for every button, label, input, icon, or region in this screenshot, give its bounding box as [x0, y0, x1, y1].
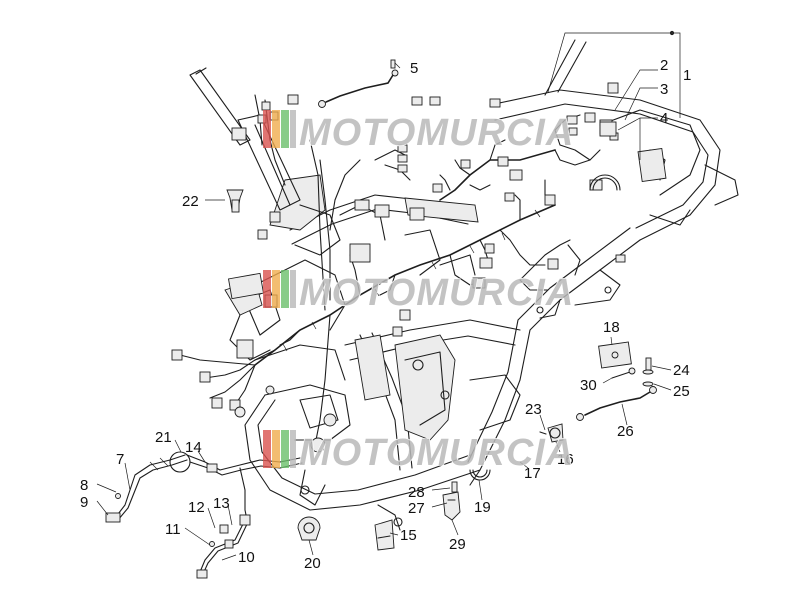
- label-3: 3: [660, 81, 668, 98]
- watermark-top: MOTOMURCIA: [263, 110, 574, 155]
- label-17: 17: [524, 465, 541, 482]
- part-24-25-bolt: [642, 357, 654, 387]
- watermark-text: MOTOMURCIA: [299, 112, 574, 154]
- watermark-stripe: [263, 430, 271, 468]
- label-22: 22: [182, 193, 199, 210]
- watermark-stripe: [263, 270, 271, 308]
- part-5-cable: [318, 59, 399, 108]
- watermark-bottom: MOTOMURCIA: [263, 430, 574, 475]
- label-2: 2: [660, 57, 668, 74]
- watermark-stripe: [263, 110, 271, 148]
- label-29: 29: [449, 536, 466, 553]
- part-22-clip: [226, 189, 244, 213]
- label-26: 26: [617, 423, 634, 440]
- part-16-clamp: [539, 423, 564, 443]
- label-18: 18: [603, 319, 620, 336]
- label-14: 14: [185, 439, 202, 456]
- watermark-stripe: [281, 110, 289, 148]
- watermark-stripe: [290, 430, 296, 468]
- label-13: 13: [213, 495, 230, 512]
- watermark-text: MOTOMURCIA: [299, 432, 574, 474]
- watermark-stripe: [272, 430, 280, 468]
- part-15-holder: [374, 519, 395, 551]
- label-8: 8: [80, 477, 88, 494]
- label-23: 23: [525, 401, 542, 418]
- part-26-ground-cable: [576, 386, 657, 421]
- label-5: 5: [410, 60, 418, 77]
- label-30: 30: [580, 377, 597, 394]
- part-number-labels: 1 2 3 4 5 7 8 9 10 11 12 13 14 15 16 17 …: [80, 57, 691, 572]
- label-1: 1: [683, 67, 691, 84]
- label-24: 24: [673, 362, 690, 379]
- watermark-middle: MOTOMURCIA: [263, 270, 574, 315]
- part-20-clamp: [297, 516, 321, 541]
- label-19: 19: [474, 499, 491, 516]
- label-4: 4: [660, 110, 668, 127]
- label-9: 9: [80, 494, 88, 511]
- watermark-text: MOTOMURCIA: [299, 272, 574, 314]
- label-11: 11: [165, 521, 181, 538]
- part-27-28-29-bracket: [442, 481, 461, 521]
- part-2-3-relays: [599, 82, 619, 137]
- watermark-stripe: [281, 430, 289, 468]
- label-27: 27: [408, 500, 425, 517]
- label-12: 12: [188, 499, 205, 516]
- watermark-stripe: [290, 110, 296, 148]
- watermark-stripe: [290, 270, 296, 308]
- scooter-frame: [189, 39, 739, 531]
- label-28: 28: [408, 484, 425, 501]
- watermark-stripe: [272, 270, 280, 308]
- watermark-stripe: [272, 110, 280, 148]
- label-20: 20: [304, 555, 321, 572]
- leader-lines: [96, 30, 681, 561]
- label-25: 25: [673, 383, 690, 400]
- label-21: 21: [155, 429, 172, 446]
- label-15: 15: [400, 527, 417, 544]
- watermark-stripe: [281, 270, 289, 308]
- part-17-19-ring: [469, 469, 491, 481]
- part-18-bracket: [598, 341, 636, 379]
- label-10: 10: [238, 549, 255, 566]
- label-7: 7: [116, 451, 124, 468]
- main-wiring-harness: [171, 94, 626, 453]
- part-4-clamp: [589, 174, 621, 191]
- label-16: 16: [557, 451, 574, 468]
